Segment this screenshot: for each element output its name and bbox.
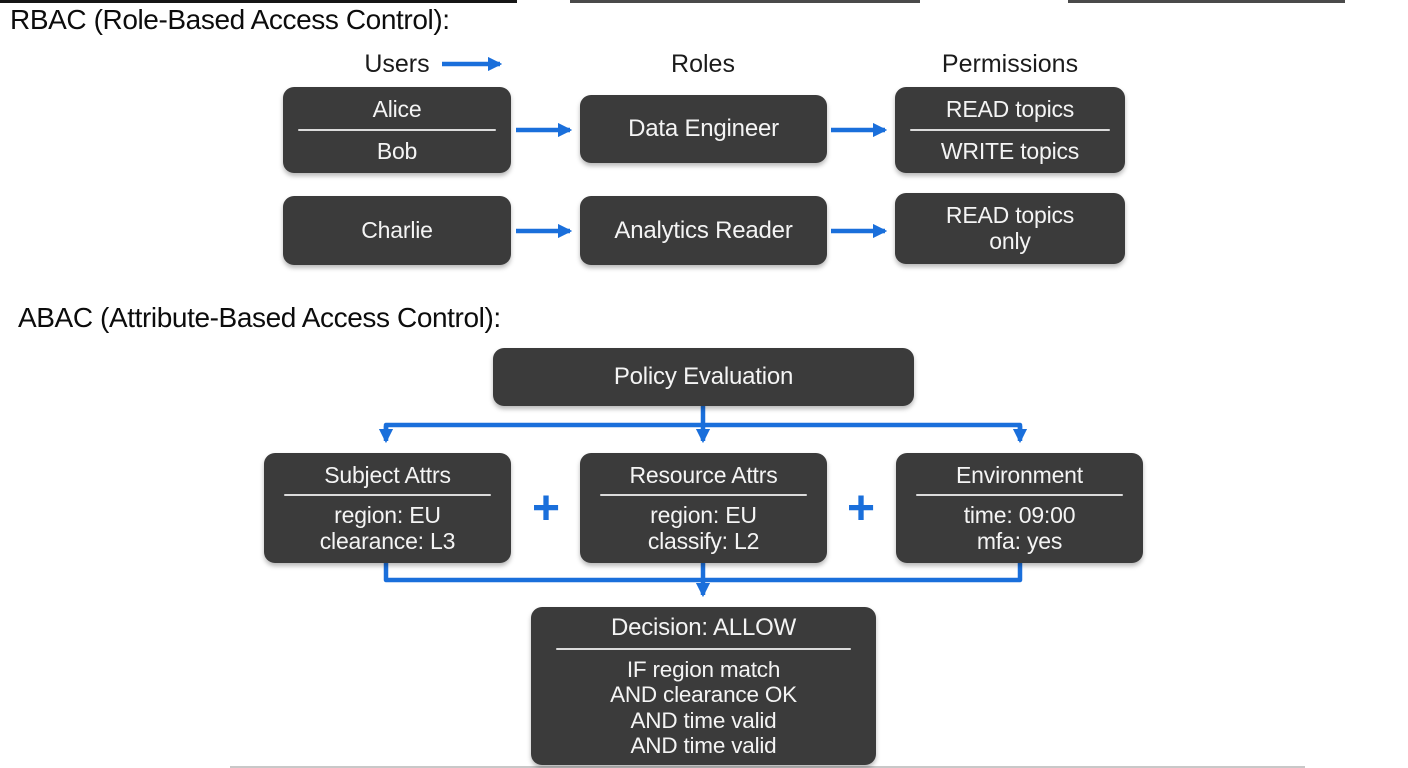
box-divider <box>298 129 496 131</box>
decision-rule: IF region match <box>626 656 781 682</box>
user-name: Alice <box>372 95 422 122</box>
permission-item: READ topics <box>945 202 1075 229</box>
plus-icon: + <box>531 482 561 535</box>
fanin-rail-line <box>383 562 1023 583</box>
bottom-edge-strip <box>230 766 1305 768</box>
role-box-analytics-reader: Analytics Reader <box>580 196 827 265</box>
environment-box: Environment time: 09:00 mfa: yes <box>896 453 1143 563</box>
user-name: Bob <box>376 138 418 164</box>
permission-item: READ topics <box>945 95 1075 122</box>
decision-rule: AND clearance OK <box>610 682 797 708</box>
permission-item: WRITE topics <box>940 138 1080 164</box>
permissions-box-read-only: READ topics only <box>895 193 1125 264</box>
column-header-users: Users <box>364 50 430 78</box>
top-edge-strip-left <box>0 0 517 3</box>
top-edge-strip-middle <box>570 0 920 3</box>
role-name: Data Engineer <box>628 115 779 143</box>
users-box-charlie: Charlie <box>283 196 511 265</box>
attr-line: region: EU <box>650 501 757 528</box>
permissions-box-read-write: READ topics WRITE topics <box>895 87 1125 173</box>
attr-line: mfa: yes <box>976 528 1063 555</box>
attr-box-title: Subject Attrs <box>324 461 451 488</box>
column-header-permissions: Permissions <box>941 50 1079 78</box>
attr-box-title: Resource Attrs <box>629 461 778 488</box>
top-edge-strip-right <box>1068 0 1345 3</box>
fanout-rail-line <box>383 422 1023 432</box>
decision-rule: AND time valid <box>630 732 777 758</box>
subject-attrs-box: Subject Attrs region: EU clearance: L3 <box>264 453 511 563</box>
box-divider <box>556 647 851 650</box>
box-divider <box>916 493 1123 496</box>
box-divider <box>600 493 807 496</box>
abac-heading: ABAC (Attribute-Based Access Control): <box>18 302 501 333</box>
plus-icon: + <box>846 482 876 535</box>
user-name: Charlie <box>361 217 433 244</box>
policy-box-label: Policy Evaluation <box>613 363 794 391</box>
box-divider <box>284 493 491 496</box>
users-box-alice-bob: Alice Bob <box>283 87 511 173</box>
column-header-roles: Roles <box>671 50 735 78</box>
role-box-data-engineer: Data Engineer <box>580 95 827 163</box>
decision-title: Decision: ALLOW <box>610 613 797 641</box>
resource-attrs-box: Resource Attrs region: EU classify: L2 <box>580 453 827 563</box>
decision-box: Decision: ALLOW IF region match AND clea… <box>531 607 876 765</box>
attr-line: region: EU <box>334 501 441 528</box>
attr-line: classify: L2 <box>647 528 760 555</box>
role-name: Analytics Reader <box>614 216 793 244</box>
decision-rule: AND time valid <box>630 707 777 733</box>
rbac-heading: RBAC (Role-Based Access Control): <box>10 4 450 35</box>
permission-item: only <box>989 227 1031 254</box>
attr-line: clearance: L3 <box>319 528 456 555</box>
box-divider <box>910 129 1110 131</box>
attr-line: time: 09:00 <box>963 501 1076 528</box>
attr-box-title: Environment <box>956 461 1083 488</box>
policy-evaluation-box: Policy Evaluation <box>493 348 914 406</box>
